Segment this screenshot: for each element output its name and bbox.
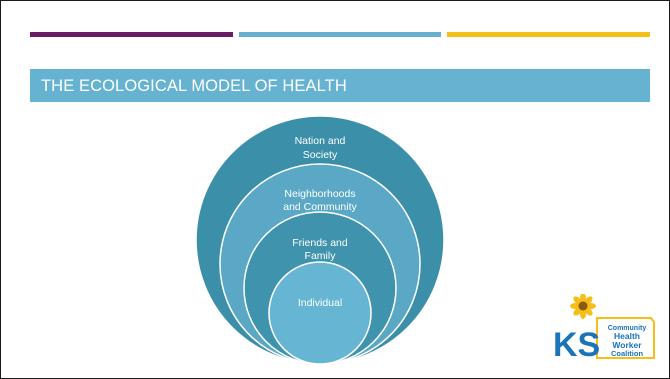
layer-friends-family-label-line1: Friends and (292, 237, 348, 249)
layer-neighborhoods-community-label-line2: and Community (283, 201, 357, 213)
layer-nation-society-label-line2: Society (303, 149, 338, 161)
layer-individual-label: Individual (298, 297, 342, 309)
layer-nation-society-label-line1: Nation and (295, 135, 346, 147)
accent-bar-purple (30, 32, 233, 37)
logo-line-community: Community (608, 325, 647, 332)
slide-title: THE ECOLOGICAL MODEL OF HEALTH (41, 77, 347, 95)
layer-individual-circle (268, 261, 372, 365)
sunflower-icon (570, 294, 596, 319)
title-banner: THE ECOLOGICAL MODEL OF HEALTH (30, 69, 650, 102)
layer-neighborhoods-community-label-line1: Neighborhoods (284, 188, 355, 200)
layer-individual: Individual (268, 261, 372, 365)
accent-bar-blue (239, 32, 441, 37)
logo-line-health: Health (614, 331, 640, 341)
logo-line-worker: Worker (612, 340, 642, 350)
ks-chw-coalition-logo: KS Community Health Worker Coalition (553, 294, 655, 364)
logo-line-coalition: Coalition (611, 349, 643, 358)
logo-initials: KS (553, 326, 600, 364)
layer-friends-family-label-line2: Family (305, 250, 337, 262)
kansas-outline-icon (596, 317, 655, 359)
accent-bar-gold (447, 32, 650, 37)
